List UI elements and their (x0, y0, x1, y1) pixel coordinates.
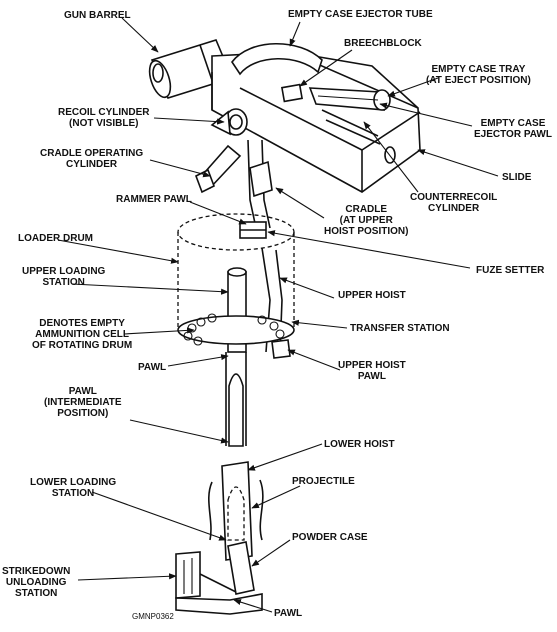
figure-code: GMNP0362 (132, 612, 174, 621)
recoil-cylinder-drawing (210, 108, 248, 136)
intermediate-shaft-drawing (225, 352, 247, 447)
powder-case-drawing (227, 541, 255, 595)
label-empty-case-tray: EMPTY CASE TRAY (AT EJECT POSITION) (426, 64, 531, 86)
label-powder-case: POWDER CASE (292, 532, 368, 543)
leader-lines (57, 17, 499, 613)
label-empty-case-ejector-pawl: EMPTY CASE EJECTOR PAWL (474, 118, 552, 140)
lower-hoist-drawing (208, 461, 264, 561)
label-gun-barrel: GUN BARREL (64, 10, 131, 21)
label-upper-loading-station: UPPER LOADING STATION (22, 266, 106, 288)
label-recoil-cylinder: RECOIL CYLINDER (NOT VISIBLE) (58, 107, 150, 129)
label-denotes-empty-cell: DENOTES EMPTY AMMUNITION CELL OF ROTATIN… (32, 318, 133, 351)
label-pawl-upper: PAWL (138, 362, 167, 373)
empty-case-tray-drawing (308, 87, 391, 111)
label-cradle-operating-cylinder: CRADLE OPERATING CYLINDER (40, 148, 144, 170)
label-loader-drum: LOADER DRUM (18, 233, 93, 244)
label-transfer-station: TRANSFER STATION (350, 323, 450, 334)
counterrecoil-cylinder-drawing (321, 109, 381, 145)
rammer-pawl-drawing (239, 221, 267, 239)
label-fuze-setter: FUZE SETTER (476, 265, 545, 276)
label-projectile: PROJECTILE (292, 476, 355, 487)
breechblock-drawing (280, 83, 304, 103)
label-pawl-intermediate: PAWL (INTERMEDIATE POSITION) (44, 386, 122, 419)
cradle-operating-cylinder-drawing (194, 144, 242, 194)
label-upper-hoist: UPPER HOIST (338, 290, 406, 301)
cradle-drawing (247, 139, 273, 229)
label-breechblock: BREECHBLOCK (344, 38, 422, 49)
empty-case-ejector-tube-drawing (231, 43, 323, 76)
label-lower-loading-station: LOWER LOADING STATION (30, 477, 117, 499)
label-upper-hoist-pawl: UPPER HOIST PAWL (338, 360, 406, 382)
label-counterrecoil-cylinder: COUNTERRECOIL CYLINDER (410, 192, 498, 214)
strikedown-station-drawing (175, 551, 263, 615)
label-rammer-pawl: RAMMER PAWL (116, 194, 192, 205)
label-lower-hoist: LOWER HOIST (324, 439, 395, 450)
projectile-drawing (227, 486, 245, 541)
loader-drum-drawing (177, 213, 295, 330)
label-strikedown-unloading-station: STRIKEDOWN UNLOADING STATION (2, 566, 71, 599)
label-empty-case-ejector-tube: EMPTY CASE EJECTOR TUBE (288, 9, 433, 20)
transfer-station-drawing (177, 313, 295, 346)
label-pawl-bottom: PAWL (274, 608, 303, 619)
label-cradle: CRADLE (AT UPPER HOIST POSITION) (324, 204, 409, 237)
upper-hoist-pawl-drawing (271, 339, 291, 359)
label-slide: SLIDE (502, 172, 532, 183)
